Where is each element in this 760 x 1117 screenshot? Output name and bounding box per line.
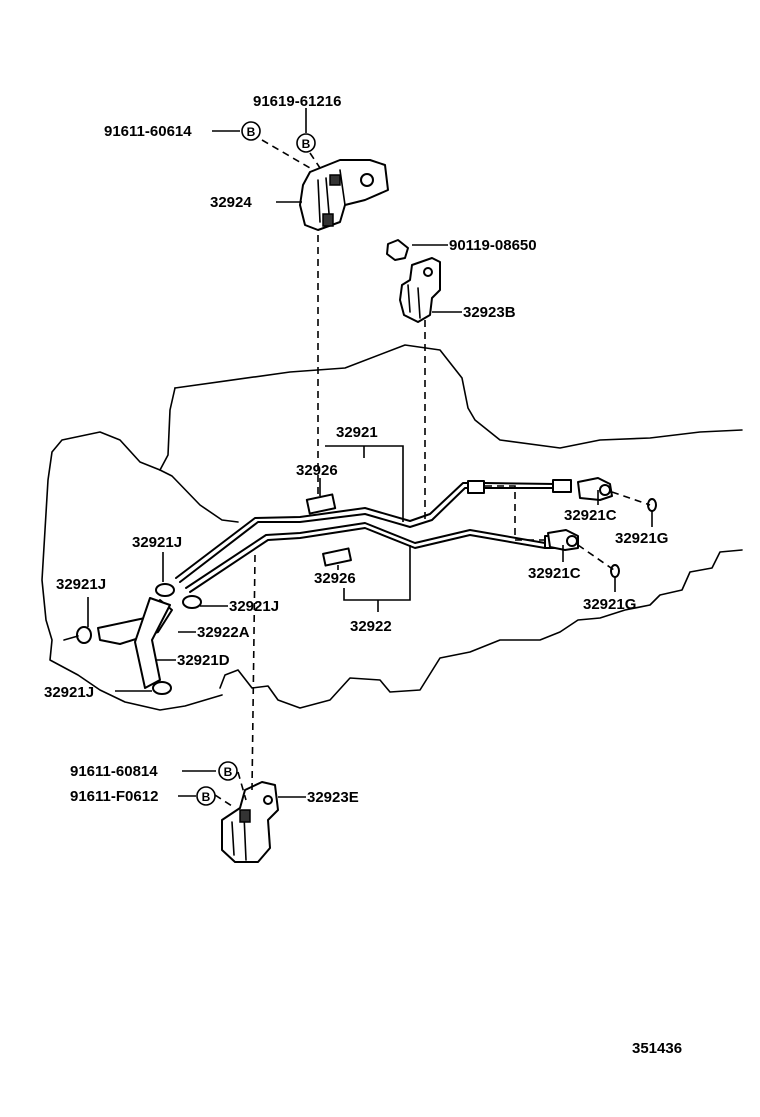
hose-32921D-shape xyxy=(134,597,171,689)
transmission-outline xyxy=(41,344,743,711)
sleeve-32926-lower-shape xyxy=(322,547,352,567)
label-32921C-lower: 32921C xyxy=(528,565,581,582)
circle-b-mark: B xyxy=(296,133,316,153)
label-32921J-a: 32921J xyxy=(132,534,182,551)
union-32921C-upper-shape xyxy=(577,477,613,501)
leader-lines xyxy=(87,108,653,798)
svg-text:B: B xyxy=(224,765,233,779)
label-32921J-c: 32921J xyxy=(229,598,279,615)
bracket-32924-shape xyxy=(299,159,389,231)
label-90119-08650: 90119-08650 xyxy=(449,237,537,254)
svg-text:B: B xyxy=(202,790,211,804)
diagram-id: 351436 xyxy=(632,1040,682,1057)
label-91619-61216: 91619-61216 xyxy=(253,93,341,110)
union-32921C-lower-shape xyxy=(547,529,579,551)
tube-32921-shape xyxy=(175,479,566,583)
label-32923E: 32923E xyxy=(307,789,359,806)
label-32923B: 32923B xyxy=(463,304,516,321)
label-32921J-b: 32921J xyxy=(56,576,106,593)
dashed-assembly-lines xyxy=(214,139,651,809)
bracket-32923E-shape xyxy=(221,781,279,863)
circle-b-mark: B xyxy=(241,121,261,141)
label-32921G-lower: 32921G xyxy=(583,596,636,613)
label-32921J-d: 32921J xyxy=(44,684,94,701)
svg-text:B: B xyxy=(302,137,311,151)
bracket-32923B-shape xyxy=(386,239,441,323)
gasket-32921G-lower-shape xyxy=(610,564,620,578)
label-32922A: 32922A xyxy=(197,624,250,641)
label-32922: 32922 xyxy=(350,618,392,635)
circle-b-mark: B xyxy=(196,786,216,806)
label-32921G-upper: 32921G xyxy=(615,530,668,547)
label-91611-F0612: 91611-F0612 xyxy=(70,788,158,805)
label-32921C-upper: 32921C xyxy=(564,507,617,524)
svg-text:B: B xyxy=(247,125,256,139)
tube-32922-shape xyxy=(185,522,561,593)
label-32921: 32921 xyxy=(336,424,378,441)
label-32926-lower: 32926 xyxy=(314,570,356,587)
sleeve-32926-upper-shape xyxy=(305,493,337,515)
clamp-shapes xyxy=(63,583,202,695)
label-91611-60814: 91611-60814 xyxy=(70,763,158,780)
label-32926-upper: 32926 xyxy=(296,462,338,479)
circle-b-mark: B xyxy=(218,761,238,781)
label-32924: 32924 xyxy=(210,194,252,211)
label-32921D: 32921D xyxy=(177,652,230,669)
label-91611-60614: 91611-60614 xyxy=(104,123,192,140)
